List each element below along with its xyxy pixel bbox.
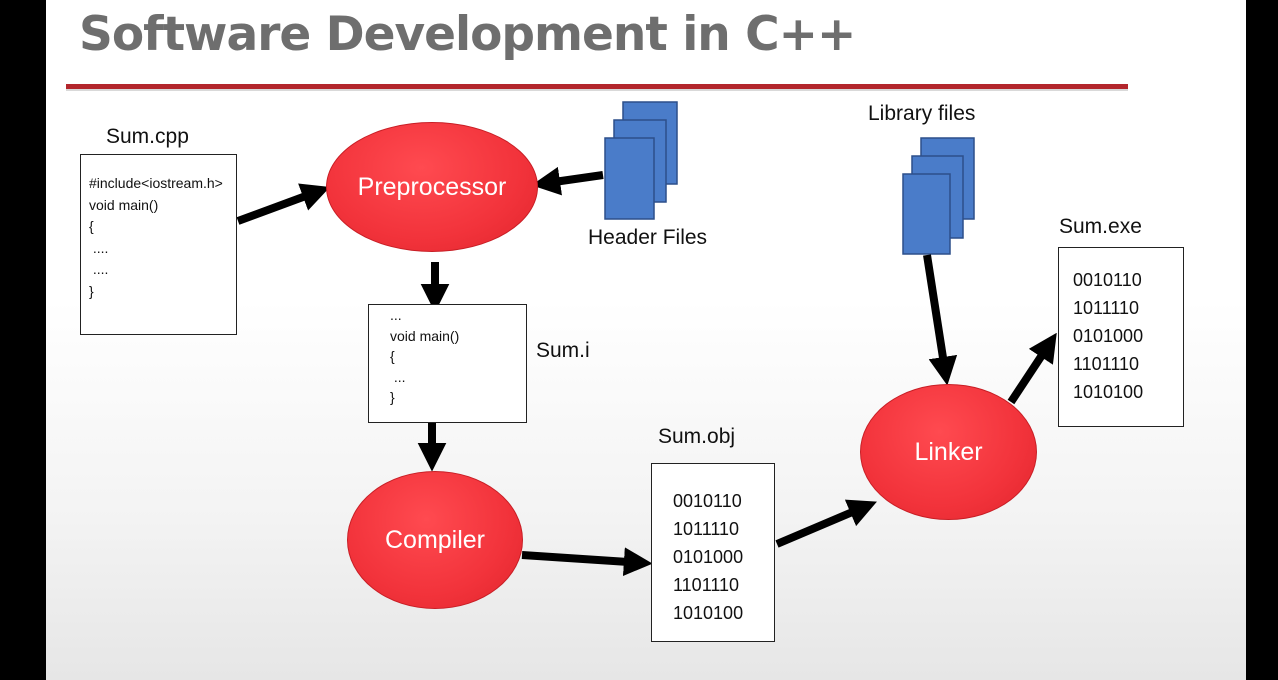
binary-line: 0101000 [1073, 326, 1144, 346]
source-file-label: Sum.cpp [106, 125, 189, 148]
connector-layer [236, 101, 1057, 577]
binary-line: 1010100 [673, 603, 744, 623]
object-code-box: 0010110 1011110 0101000 1101110 1010100 [651, 463, 775, 642]
binary-line: 0010110 [673, 491, 742, 511]
object-file-label: Sum.obj [658, 425, 736, 448]
preprocessed-file-label: Sum.i [536, 339, 590, 362]
compiler-node: Compiler [347, 471, 523, 609]
code-line: ... [390, 307, 402, 323]
code-line: { [390, 348, 395, 364]
arrow-source-to-preprocessor [236, 183, 331, 225]
code-line: .... [89, 261, 109, 277]
code-line: { [89, 218, 94, 234]
binary-line: 1011110 [673, 519, 740, 539]
title-divider [66, 84, 1128, 91]
code-line: ... [390, 368, 406, 385]
slide-title: Software Development in C++ [79, 7, 856, 62]
preprocessor-node: Preprocessor [326, 122, 538, 252]
arrow-compiler-to-sum-obj [521, 547, 653, 577]
code-line: } [390, 389, 395, 405]
linker-label: Linker [914, 437, 983, 466]
binary-line: 1010100 [1073, 382, 1144, 402]
arrow-linker-to-sum-exe [1007, 332, 1057, 405]
source-code-box: #include<iostream.h> void main() { .... … [80, 154, 237, 335]
code-line: void main() [89, 196, 159, 213]
header-files-icon [604, 101, 678, 220]
arrow-sum-obj-to-linker [775, 499, 877, 548]
binary-line: 1101110 [1073, 354, 1140, 374]
code-line: #include<iostream.h> [89, 175, 223, 191]
preprocessed-code-box: ... void main() { ... } [368, 304, 527, 423]
binary-line: 1011110 [1073, 298, 1140, 318]
code-line: .... [89, 239, 109, 256]
arrow-headers-to-preprocessor [531, 166, 604, 196]
slide: Software Development in C++ Sum.cpp Sum.… [46, 0, 1246, 680]
header-files-label: Header Files [588, 226, 708, 249]
preprocessor-label: Preprocessor [357, 172, 507, 201]
executable-code-box: 0010110 1011110 0101000 1101110 1010100 [1058, 247, 1184, 427]
linker-node: Linker [860, 384, 1037, 520]
code-line: } [89, 282, 94, 299]
code-line: void main() [390, 327, 460, 344]
library-files-label: Library files [868, 102, 976, 125]
binary-line: 0101000 [673, 547, 744, 567]
library-files-icon [902, 137, 975, 255]
executable-file-label: Sum.exe [1059, 215, 1142, 238]
binary-line: 1101110 [673, 575, 740, 595]
compiler-label: Compiler [384, 525, 486, 554]
arrow-library-to-linker [923, 254, 958, 386]
binary-line: 0010110 [1073, 270, 1142, 290]
